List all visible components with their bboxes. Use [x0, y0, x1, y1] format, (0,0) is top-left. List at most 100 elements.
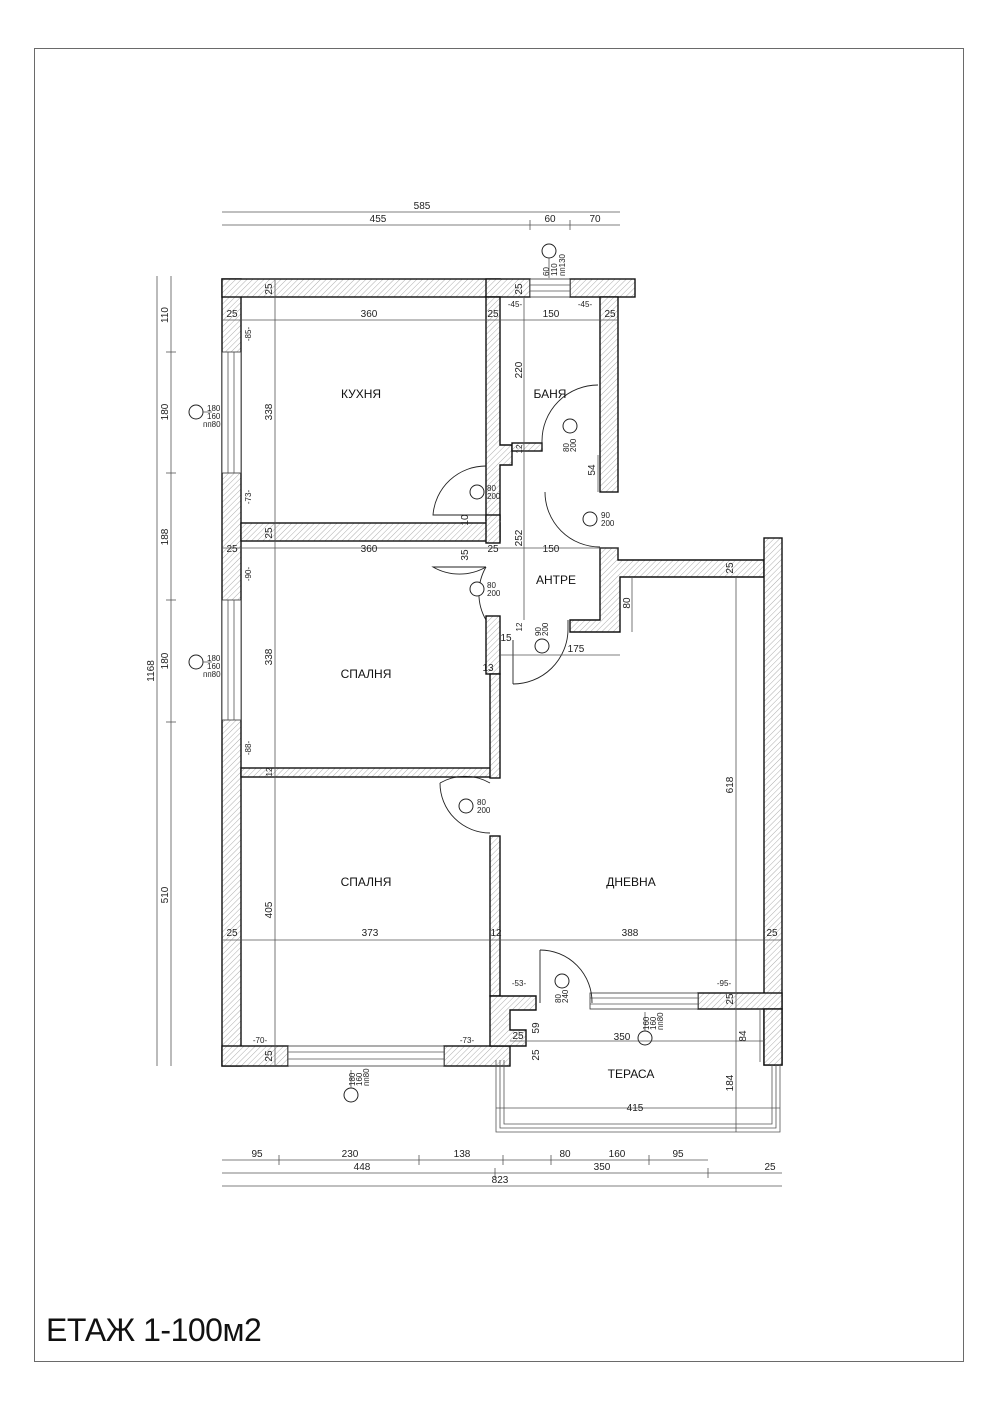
left-dimensions: 110 180 188 180 510 1168	[146, 276, 176, 1066]
sill-bed1-top: -90-	[244, 567, 253, 582]
sill-bath-right: -45-	[578, 300, 593, 309]
living-window-h: 160	[649, 1016, 658, 1030]
dim-kitchen-width: 360	[361, 309, 378, 320]
dim-bottom-25: 25	[764, 1162, 776, 1173]
dim-bottom-6: 95	[672, 1149, 684, 1160]
dim-hall-80: 80	[622, 597, 633, 609]
living-window-w: 160	[642, 1016, 651, 1030]
dim-hall-12: 12	[515, 622, 524, 631]
top-dimensions: 585 455 60 70	[222, 201, 620, 230]
dim-bottom-448: 448	[354, 1162, 371, 1173]
bed1-window-sill: пп80	[203, 670, 221, 679]
sill-kitchen-top: -85-	[244, 327, 253, 342]
bed2-window-sill: пп80	[362, 1068, 371, 1086]
dim-bottom-5: 160	[609, 1149, 626, 1160]
dim-terrace-25a: 25	[512, 1031, 524, 1042]
dim-kitchen-wall-right: 25	[487, 309, 499, 320]
dim-hall-wall: 25	[487, 544, 499, 555]
bath-door-h: 200	[569, 438, 578, 452]
dim-bed1-height: 338	[264, 648, 275, 665]
dim-bath-12: 12	[515, 444, 524, 453]
dim-kitchen-wall-left: 25	[226, 309, 238, 320]
dim-hall-height: 252	[514, 529, 525, 546]
sill-living-left: -53-	[512, 979, 527, 988]
dim-bed1-width: 360	[361, 544, 378, 555]
dim-bed2-12: 12	[490, 928, 502, 939]
bath-door-w: 80	[562, 443, 571, 452]
kitchen-door-w: 80	[487, 484, 496, 493]
room-label-living: ДНЕВНА	[606, 875, 655, 889]
dim-left-total: 1168	[146, 660, 157, 682]
dim-hall-width: 150	[543, 544, 560, 555]
dim-left-3: 188	[160, 528, 171, 545]
hall-door-h: 200	[601, 519, 615, 528]
opening-labels: 60 110 пп130 180 160 пп80 180 160 пп80 1…	[203, 253, 665, 1086]
kitchen-window-sill: пп80	[203, 420, 221, 429]
entry-door-w: 90	[534, 627, 543, 636]
sill-kitchen-bottom: -73-	[244, 490, 253, 505]
kitchen-window-h: 160	[207, 412, 221, 421]
kitchen-window-w: 180	[207, 404, 221, 413]
bed1-door-h: 200	[487, 589, 501, 598]
dim-bottom-3: 138	[454, 1149, 471, 1160]
dim-kitchen-wall-top: 25	[264, 283, 275, 295]
dim-terrace-59: 59	[531, 1022, 542, 1034]
sill-bed2-right: -73-	[460, 1036, 475, 1045]
dim-left-1: 110	[160, 307, 171, 323]
dim-living-wall-top: 25	[725, 562, 736, 574]
dim-terrace-width: 350	[614, 1032, 631, 1043]
dim-bed1-wall-left: 25	[226, 544, 238, 555]
dim-bath-wall-right: 25	[604, 309, 616, 320]
windows	[221, 278, 781, 1133]
dim-left-5: 510	[160, 886, 171, 903]
room-labels: КУХНЯ БАНЯ АНТРЕ СПАЛНЯ СПАЛНЯ ДНЕВНА ТЕ…	[341, 387, 656, 1081]
bath-window-sill: пп130	[558, 253, 567, 276]
room-label-bathroom: БАНЯ	[534, 387, 567, 401]
bath-window-h: 110	[550, 263, 559, 276]
kitchen-door-h: 200	[487, 492, 501, 501]
dim-bath-height: 220	[514, 361, 525, 378]
bed2-window-w: 180	[348, 1072, 357, 1086]
dim-living-width: 388	[622, 928, 639, 939]
room-label-terrace: ТЕРАСА	[608, 1067, 655, 1081]
sill-marks: -85- -73- -45- -45- -90- -88- -70- -73- …	[244, 300, 731, 1045]
dim-top-1: 455	[370, 214, 387, 225]
dim-top-2: 60	[544, 214, 556, 225]
dim-bottom-350: 350	[594, 1162, 611, 1173]
bed2-window-h: 160	[355, 1072, 364, 1086]
doors	[431, 384, 601, 1004]
dim-bath-step: 54	[587, 464, 598, 476]
dim-bottom-4: 80	[559, 1149, 571, 1160]
dim-bed1-12: 12	[265, 767, 274, 776]
bed1-door-w: 80	[487, 581, 496, 590]
dim-hall-175: 175	[568, 644, 585, 655]
dim-bottom-2: 230	[342, 1149, 359, 1160]
dim-bottom-1: 95	[251, 1149, 263, 1160]
dim-terrace-25c: 25	[725, 993, 736, 1005]
dim-bath-width: 150	[543, 309, 560, 320]
dim-bottom-total: 823	[492, 1175, 509, 1186]
room-label-hallway: АНТРЕ	[536, 573, 576, 587]
dim-terrace-outer-width: 415	[627, 1103, 644, 1114]
dim-kitchen-height: 338	[264, 403, 275, 420]
terrace-door-h: 240	[561, 989, 570, 1003]
dim-hall-13: 13	[482, 663, 494, 674]
dim-living-wall-right: 25	[766, 928, 778, 939]
drawing-frame	[34, 48, 964, 1362]
sill-bed1-bottom: -88-	[244, 741, 253, 756]
bottom-dimensions: 95 230 138 80 160 95 448 350 25 823	[222, 1149, 782, 1187]
dim-hall-10: 10	[460, 514, 471, 526]
walls	[221, 278, 783, 1067]
dim-hall-15: 15	[500, 633, 512, 644]
opening-markers	[188, 243, 653, 1103]
sill-living-right: -95-	[717, 979, 732, 988]
room-label-bedroom-2: СПАЛНЯ	[341, 875, 392, 889]
plan-title: ЕТАЖ 1-100м2	[46, 1312, 262, 1348]
bed2-door-w: 80	[477, 798, 486, 807]
dim-hall-35: 35	[460, 549, 471, 561]
dim-terrace-84: 84	[738, 1030, 749, 1042]
dim-bath-wall-top: 25	[514, 283, 525, 295]
bed1-window-w: 180	[207, 654, 221, 663]
dim-bed2-height: 405	[264, 901, 275, 918]
